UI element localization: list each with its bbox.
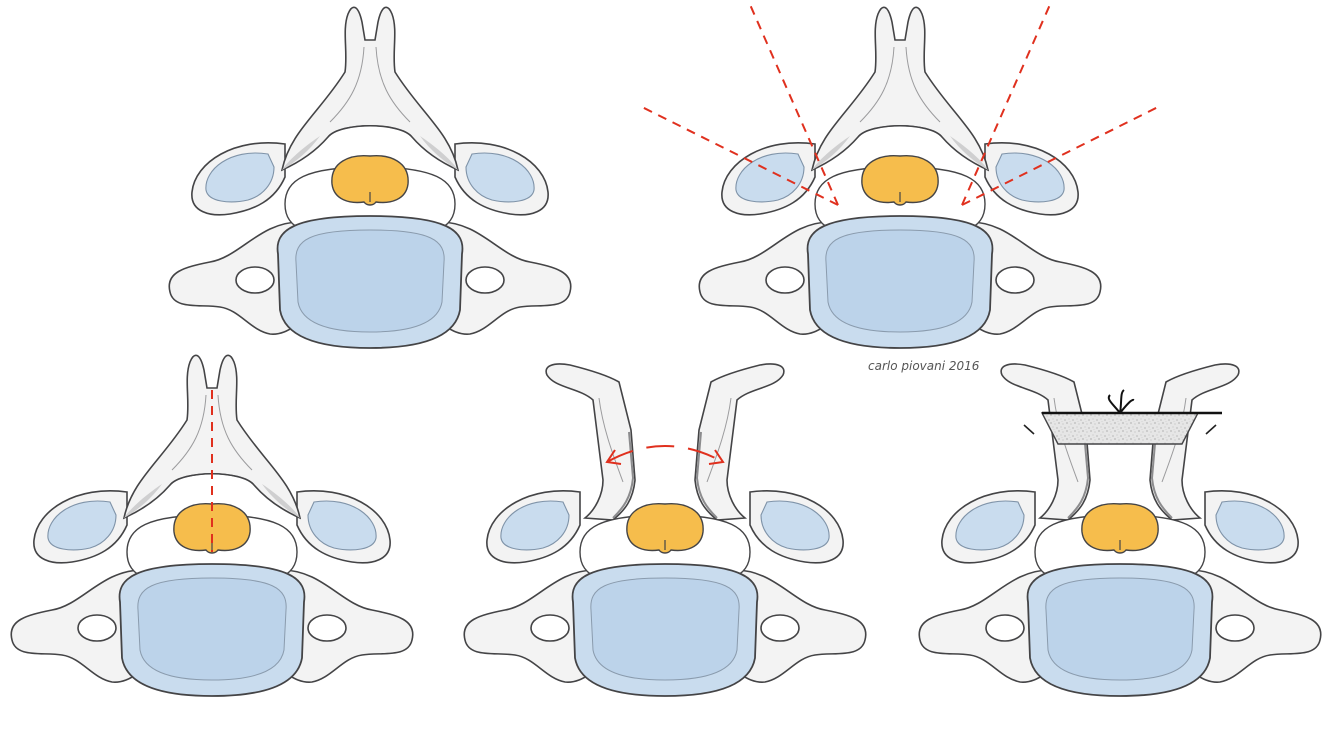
laminae-opened-panel <box>464 364 866 696</box>
vertebra-icon <box>699 7 1101 348</box>
intact-vertebra-panel <box>169 7 571 348</box>
suture-knot-icon <box>1109 390 1134 413</box>
midline-split-panel <box>11 355 413 696</box>
graft-fixed-panel <box>919 364 1321 696</box>
artist-signature: carlo piovani 2016 <box>868 359 980 373</box>
bone-graft <box>1042 413 1198 444</box>
lateral-cuts-panel <box>638 0 1162 348</box>
grafted-vertebra-icon <box>919 364 1321 696</box>
vertebra-icon <box>169 7 571 348</box>
opened-vertebra-icon <box>464 364 866 696</box>
